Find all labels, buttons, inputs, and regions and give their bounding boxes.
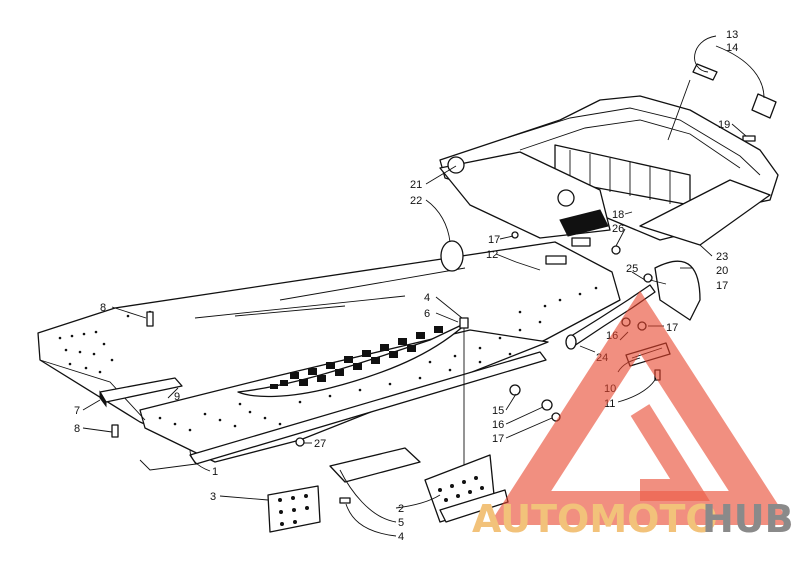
axle-rods (515, 237, 656, 350)
foot-pad (329, 447, 421, 483)
callout-15: 15 (492, 405, 504, 417)
callout-2: 2 (398, 503, 404, 515)
footrest-bracket (424, 454, 509, 523)
callout-16-bottom: 16 (492, 419, 504, 431)
callout-27: 27 (314, 438, 326, 450)
callout-17-mid: 17 (666, 322, 678, 334)
callout-20: 20 (716, 265, 728, 277)
callout-12: 12 (486, 249, 498, 261)
left-bracket (99, 377, 183, 408)
mud-flap (440, 240, 464, 272)
checkered-flag-decal (237, 321, 469, 398)
callout-3: 3 (210, 491, 216, 503)
callout-22: 22 (410, 195, 422, 207)
callout-labels: 13 14 19 21 22 18 26 17 12 23 20 25 17 8… (74, 29, 738, 543)
watermark-brand-hub: HUB (702, 497, 794, 541)
callout-21: 21 (410, 179, 422, 191)
callout-26: 26 (612, 223, 624, 235)
tunnel-panel (37, 241, 621, 463)
callout-4-bottom: 4 (398, 531, 404, 543)
callout-19: 19 (718, 119, 730, 131)
callout-7: 7 (74, 405, 80, 417)
callout-13: 13 (726, 29, 738, 41)
callout-17-bottom: 17 (492, 433, 504, 445)
automotohub-watermark: AUTOMOTO HUB (472, 290, 794, 541)
callout-25: 25 (626, 263, 638, 275)
automotohub-logo-icon (488, 290, 792, 525)
callout-1: 1 (212, 466, 218, 478)
callout-8-top: 8 (100, 302, 106, 314)
callout-23: 23 (716, 251, 728, 263)
watermark-brand-automoto: AUTOMOTO (472, 497, 718, 541)
callout-4-top: 4 (424, 292, 430, 304)
callout-14: 14 (726, 42, 738, 54)
callout-9: 9 (174, 391, 180, 403)
callout-18: 18 (612, 209, 624, 221)
callout-5: 5 (398, 517, 404, 529)
callout-6: 6 (424, 308, 430, 320)
callout-17-right: 17 (716, 280, 728, 292)
callout-8-bottom: 8 (74, 423, 80, 435)
rear-bumper-assembly (439, 95, 779, 321)
callout-11: 11 (604, 398, 615, 410)
callout-17-top: 17 (488, 234, 500, 246)
mounting-plate (267, 485, 321, 533)
